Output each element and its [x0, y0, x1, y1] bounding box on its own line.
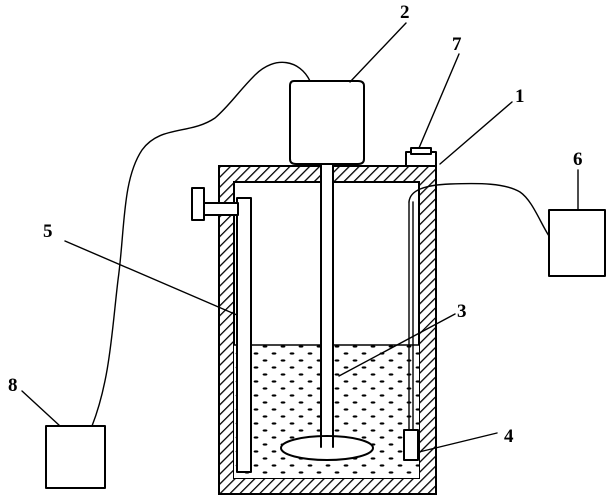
- sensor-tip: [403, 429, 419, 461]
- stirrer-shaft: [320, 161, 334, 459]
- cap: [405, 147, 437, 167]
- valve-handle: [191, 187, 205, 221]
- leader-1: [439, 101, 513, 165]
- callout-7: 7: [452, 34, 462, 55]
- controller-box-left: [45, 425, 106, 489]
- heater-rod: [236, 197, 252, 473]
- leader-3: [338, 313, 456, 377]
- leader-5: [64, 240, 238, 316]
- cap-top: [410, 147, 432, 155]
- callout-1: 1: [515, 86, 525, 107]
- heater: [191, 187, 252, 473]
- leader-lines: [21, 22, 579, 453]
- stirrer-hub: [322, 437, 332, 447]
- callout-4: 4: [504, 426, 514, 447]
- controller-box-right: [548, 209, 606, 277]
- stirrer-paddle: [280, 435, 374, 461]
- callout-labels: 1 2 3 4 5 6 7 8: [8, 2, 583, 447]
- leader-7: [418, 53, 460, 149]
- leader-2: [349, 22, 407, 83]
- callout-5: 5: [43, 221, 53, 242]
- wire-sensor-to-right-box: [408, 182, 550, 237]
- wire-motor-to-left-box: [91, 61, 311, 427]
- callout-3: 3: [457, 301, 467, 322]
- callout-6: 6: [573, 149, 583, 170]
- callout-8: 8: [8, 375, 18, 396]
- motor: [289, 80, 365, 165]
- callout-2: 2: [400, 2, 410, 23]
- valve-pipe: [201, 202, 239, 216]
- leader-8: [21, 390, 61, 427]
- leader-4: [418, 432, 498, 453]
- sensor-probe: [403, 201, 419, 461]
